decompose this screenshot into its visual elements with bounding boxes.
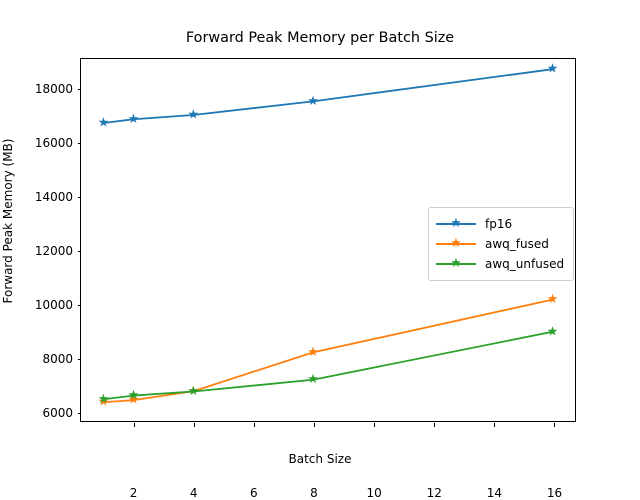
legend-swatch: ★ [436, 237, 476, 251]
legend-label: awq_fused [485, 237, 549, 251]
x-tick-mark [554, 423, 556, 427]
x-tick-mark [494, 423, 496, 427]
legend-star-icon: ★ [450, 256, 462, 271]
x-tick-label: 8 [310, 486, 318, 500]
legend-line [436, 223, 476, 225]
data-point-marker: ★ [307, 94, 319, 109]
x-tick-label: 4 [189, 486, 198, 500]
series-line [103, 330, 553, 401]
data-point-marker: ★ [547, 62, 559, 77]
plot-axes: 6000 8000 10000 12000 14000 16000 18000 2 4 6 8 10… [35, 58, 576, 500]
data-point-marker: ★ [98, 395, 110, 410]
x-tick-label: 12 [426, 486, 442, 500]
data-point-marker: ★ [128, 112, 140, 127]
legend-swatch: ★ [436, 257, 476, 271]
legend-label: fp16 [485, 217, 513, 231]
data-point-marker: ★ [307, 345, 319, 360]
x-tick-label: 2 [129, 486, 138, 500]
x-tick-mark [434, 423, 436, 427]
data-point-marker: ★ [128, 388, 140, 403]
data-point-marker: ★ [187, 384, 199, 399]
data-point-marker: ★ [187, 108, 199, 123]
chart-title: Forward Peak Memory per Batch Size [185, 30, 455, 46]
y-tick-label: 18000 [34, 82, 73, 97]
legend-line [436, 243, 476, 245]
y-tick-mark [77, 89, 81, 91]
legend-item-fp16[interactable]: ★ fp16 [436, 214, 564, 234]
legend-swatch: ★ [436, 217, 476, 231]
data-point-marker: ★ [547, 292, 559, 307]
y-tick-mark [77, 304, 81, 306]
legend[interactable]: ★ fp16 ★ awq_fused ★ awq_unfused [428, 207, 575, 281]
x-tick-label: 6 [250, 486, 258, 500]
x-tick-label: 16 [546, 486, 563, 500]
x-tick-mark [313, 423, 315, 427]
legend-line [436, 263, 476, 265]
y-tick-mark [77, 358, 81, 360]
y-tick-mark [77, 412, 81, 414]
data-point-marker: ★ [307, 372, 319, 387]
matplotlib-figure: Forward Peak Memory per Batch Size Forwa… [1, 30, 576, 500]
series-line [103, 68, 553, 124]
data-point-marker: ★ [98, 116, 110, 131]
legend-star-icon: ★ [450, 216, 462, 231]
y-tick-label: 12000 [34, 244, 73, 259]
y-tick-label: 10000 [34, 297, 73, 312]
data-point-marker: ★ [98, 392, 110, 407]
x-tick-mark [193, 423, 195, 427]
legend-label: awq_unfused [485, 257, 565, 271]
x-tick-mark [374, 423, 376, 427]
y-tick-label: 14000 [34, 190, 73, 205]
x-tick-label: 10 [366, 486, 382, 500]
y-axis-label: Forward Peak Memory (MB) [1, 138, 15, 304]
series-line [103, 298, 553, 404]
y-tick-mark [77, 251, 81, 253]
legend-item-awq_fused[interactable]: ★ awq_fused [436, 234, 564, 254]
legend-item-awq_unfused[interactable]: ★ awq_unfused [436, 254, 564, 274]
x-tick-mark [133, 423, 135, 427]
y-tick-label: 8000 [42, 351, 73, 366]
x-tick-mark [253, 423, 255, 427]
series-plot: ★★★★★★★★★★★★★★★ [98, 62, 559, 410]
y-tick-mark [77, 197, 81, 199]
y-tick-label: 16000 [34, 136, 73, 151]
data-point-marker: ★ [547, 324, 559, 339]
data-point-marker: ★ [128, 393, 140, 408]
y-tick-mark [77, 143, 81, 145]
x-axis-label: Batch Size [288, 452, 352, 466]
y-tick-label: 6000 [42, 405, 73, 420]
x-tick-label: 14 [486, 486, 502, 500]
legend-star-icon: ★ [450, 236, 462, 251]
